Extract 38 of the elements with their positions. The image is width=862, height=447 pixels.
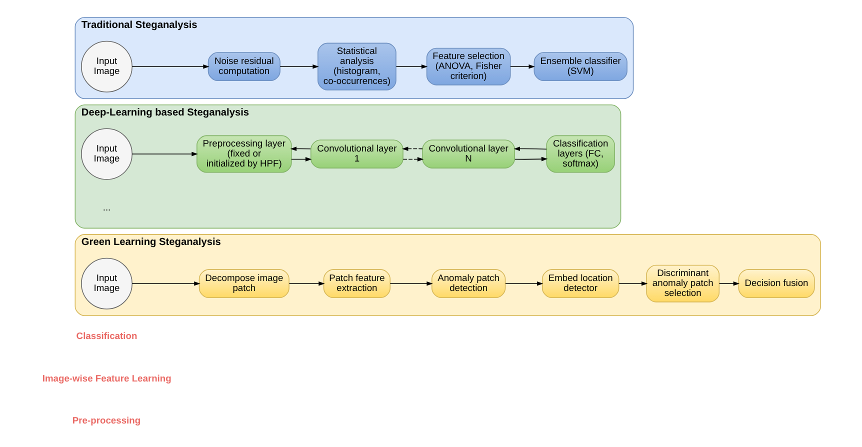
node-box: Statistical analysis (histogram, co-occurrences): [317, 42, 396, 90]
arrow: [279, 64, 318, 69]
arrow: [514, 156, 548, 162]
arrow: [402, 157, 424, 162]
node-circle: Input Image: [80, 40, 132, 92]
node-circle: Input Image: [80, 128, 132, 180]
arrow: [288, 281, 324, 286]
node-box: Classification layers (FC, softmax): [546, 135, 614, 173]
arrow: [131, 64, 209, 69]
node-box: Discriminant anomaly patch selection: [646, 264, 720, 302]
arrow: [401, 146, 422, 151]
arrow: [290, 157, 312, 162]
arrow: [510, 64, 534, 69]
node-box: Decompose image patch: [198, 269, 289, 298]
node-box: Preprocessing layer (fixed or initialized by HPF): [196, 135, 292, 173]
arrow: [504, 281, 543, 286]
node-box: Patch feature extraction: [322, 269, 390, 298]
node-box: Feature selection (ANOVA, Fisher criterion): [426, 48, 510, 86]
label: Pre-processing: [72, 415, 140, 426]
node-circle: Input Image: [80, 258, 132, 310]
arrow: [718, 281, 740, 286]
arrow: [131, 281, 200, 286]
arrow: [131, 152, 198, 156]
label: Classification: [76, 331, 137, 342]
node-box: Convolutional layer 1: [310, 140, 403, 168]
arrow: [290, 146, 310, 151]
arrow: [395, 64, 428, 69]
node-box: Convolutional layer N: [422, 140, 515, 168]
node-box: Decision fusion: [738, 269, 814, 298]
node-box: Embed location detector: [541, 269, 619, 298]
node-box: Anomaly patch detection: [431, 269, 506, 298]
node-box: Ensemble classifier (SVM): [533, 52, 627, 82]
node-box: Noise residual computation: [207, 52, 280, 82]
label: ...: [102, 202, 110, 212]
label: Image-wise Feature Learning: [42, 373, 171, 384]
arrow: [618, 281, 648, 286]
arrow: [513, 146, 546, 151]
arrow: [389, 281, 432, 286]
